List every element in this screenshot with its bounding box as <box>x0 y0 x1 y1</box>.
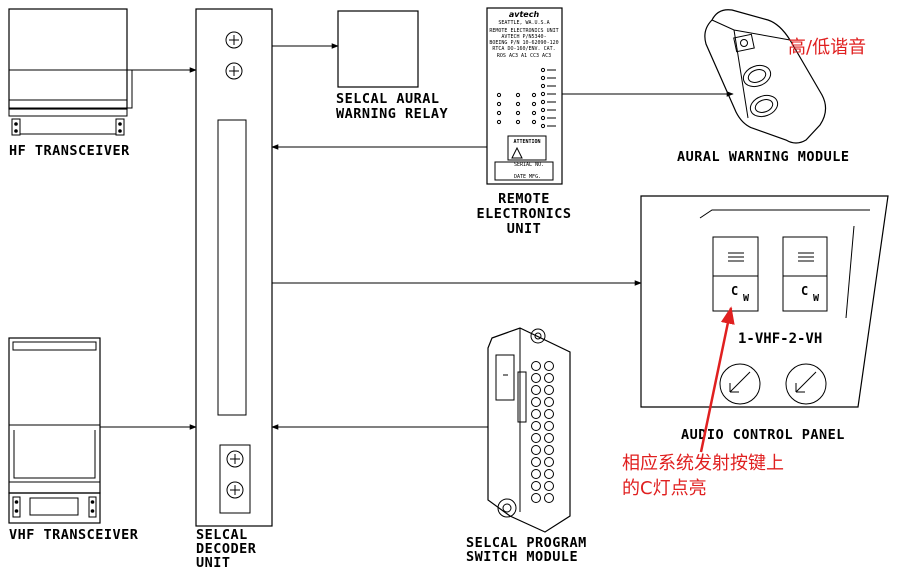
screw-icon <box>225 31 243 49</box>
warning-triangle-icon <box>511 146 523 159</box>
remote-electronics-unit: avtech SEATTLE, WA.U.S.A REMOTE ELECTRON… <box>486 7 563 185</box>
reu-label-2: ELECTRONICS <box>477 206 572 222</box>
switch-pin <box>544 433 554 443</box>
switch-pin <box>531 373 541 383</box>
volume-knob-2[interactable] <box>785 363 827 405</box>
hf-transceiver <box>8 8 133 136</box>
switch-pin-grid <box>531 361 554 503</box>
volume-knob-1[interactable] <box>719 363 761 405</box>
switch-pin <box>531 409 541 419</box>
screw-icon <box>226 450 244 468</box>
reu-line5: ROS AC3 A1 CC3 AC3 <box>497 53 551 59</box>
switch-pin <box>544 481 554 491</box>
vhf2-call-light-letter: C <box>801 284 808 298</box>
screw-icon <box>225 62 243 80</box>
switch-pin <box>531 421 541 431</box>
aural-relay-label-1: SELCAL AURAL <box>336 91 440 107</box>
screw-icon <box>226 481 244 499</box>
reu-led-column-right <box>540 67 556 129</box>
switch-pin <box>544 493 554 503</box>
reu-serial: SERIAL NO. <box>514 162 544 168</box>
reu-label-3: UNIT <box>507 221 542 237</box>
reu-led-column-left <box>496 92 537 125</box>
switch-pin <box>531 433 541 443</box>
reu-brand: avtech <box>509 10 540 19</box>
selcal-decoder-label-2: DECODER <box>196 541 257 557</box>
switch-pin <box>531 457 541 467</box>
vhf2-call-light-sub: W <box>813 293 820 304</box>
aural-warning-module <box>704 9 827 144</box>
vhf1-transmit-key[interactable]: C W <box>712 236 759 312</box>
switch-pin <box>531 385 541 395</box>
switch-pin <box>544 457 554 467</box>
reu-city: SEATTLE, WA.U.S.A <box>498 20 549 26</box>
selcal-decoder-label-3: UNIT <box>196 555 231 571</box>
audio-control-panel: C W C W 1-VHF-2-VH <box>640 195 889 408</box>
switch-pin <box>531 469 541 479</box>
reu-attention-label <box>507 135 547 161</box>
hf-transceiver-label: HF TRANSCEIVER <box>9 143 130 159</box>
reu-attention-text: ATTENTION <box>513 139 540 145</box>
switch-pin <box>544 445 554 455</box>
audio-control-panel-label: AUDIO CONTROL PANEL <box>681 427 845 443</box>
vhf1-call-light-sub: W <box>743 293 750 304</box>
vhf-selector-label: 1-VHF-2-VH <box>738 331 822 347</box>
switch-pin <box>544 469 554 479</box>
c-light-annotation-line1: 相应系统发射按键上 <box>622 453 784 474</box>
switch-pin <box>544 385 554 395</box>
program-switch-label-2: SWITCH MODULE <box>466 549 578 565</box>
switch-pin <box>544 409 554 419</box>
switch-pin <box>544 373 554 383</box>
switch-pin <box>531 481 541 491</box>
aural-warning-module-label: AURAL WARNING MODULE <box>677 149 850 165</box>
vhf-transceiver <box>8 337 101 524</box>
vhf2-transmit-key[interactable]: C W <box>782 236 828 312</box>
switch-pin <box>531 445 541 455</box>
selcal-decoder-label-1: SELCAL <box>196 527 248 543</box>
high-low-chime-annotation: 高/低谐音 <box>788 37 866 58</box>
switch-pin <box>531 493 541 503</box>
c-light-annotation-line2: 的C灯点亮 <box>622 478 707 499</box>
reu-line2: AVTECH P/N5340- <box>501 34 546 40</box>
reu-label-1: REMOTE <box>498 191 550 207</box>
switch-pin <box>544 361 554 371</box>
vhf-transceiver-label: VHF TRANSCEIVER <box>9 527 139 543</box>
switch-pin <box>544 397 554 407</box>
program-switch-label-1: SELCAL PROGRAM <box>466 535 587 551</box>
switch-pin <box>531 361 541 371</box>
vhf1-call-light-letter: C <box>731 284 738 298</box>
call-light-annotation-arrow <box>699 306 735 453</box>
switch-pin <box>544 421 554 431</box>
aural-relay-label-2: WARNING RELAY <box>336 106 449 122</box>
reu-line3: BOEING P/N 10-62090-120 <box>489 40 558 46</box>
selcal-program-switch-module <box>487 327 571 533</box>
reu-line4: RTCA DO-160/ENV. CAT. <box>492 46 555 52</box>
reu-line1: REMOTE ELECTRONICS UNIT <box>489 28 558 34</box>
selcal-decoder-unit <box>195 8 273 527</box>
reu-date: DATE MFG. <box>514 174 541 180</box>
selcal-aural-warning-relay <box>337 10 419 88</box>
switch-pin <box>531 397 541 407</box>
